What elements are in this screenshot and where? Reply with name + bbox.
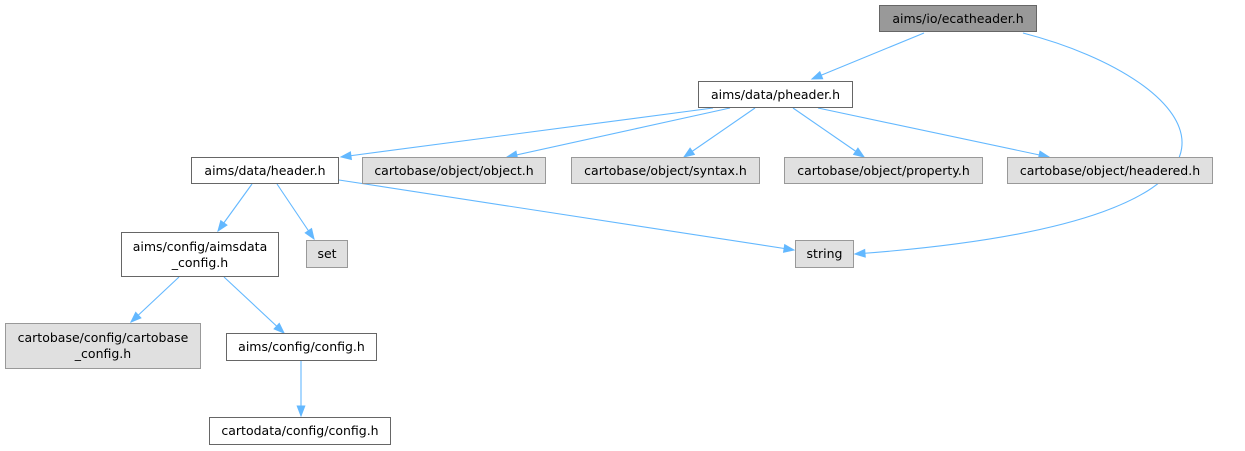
edge-pheader-to-property: [792, 107, 865, 158]
node-aims-config[interactable]: aims/config/config.h: [226, 333, 377, 361]
node-aimsdata-config[interactable]: aims/config/aimsdata _config.h: [121, 232, 279, 277]
node-pheader[interactable]: aims/data/pheader.h: [698, 81, 853, 108]
node-cartobase-config[interactable]: cartobase/config/cartobase _config.h: [5, 323, 201, 369]
arrowhead-ecatheader-to-string: [853, 248, 866, 258]
arrowhead-aims_config-to-cartodata_config: [296, 405, 306, 418]
arrowhead-pheader-to-header: [339, 151, 353, 161]
node-string[interactable]: string: [795, 240, 854, 268]
node-property-h[interactable]: cartobase/object/property.h: [784, 157, 983, 184]
edge-pheader-to-headered: [817, 107, 1050, 158]
node-ecatheader[interactable]: aims/io/ecatheader.h: [879, 5, 1037, 32]
edge-aimsdata_config-to-aims_config: [223, 276, 285, 334]
edge-aimsdata_config-to-cartobase_config: [130, 276, 180, 323]
node-object-h[interactable]: cartobase/object/object.h: [362, 157, 546, 184]
node-cartodata-config[interactable]: cartodata/config/config.h: [209, 417, 391, 445]
edge-pheader-to-header: [340, 107, 714, 158]
arrowhead-pheader-to-property: [852, 147, 866, 158]
arrowhead-ecatheader-to-pheader: [810, 70, 824, 80]
arrowhead-aimsdata_config-to-cartobase_config: [129, 311, 142, 323]
arrowhead-aimsdata_config-to-aims_config: [273, 322, 286, 334]
edge-ecatheader-to-pheader: [811, 32, 925, 80]
edge-pheader-to-object: [506, 107, 731, 158]
arrowhead-header-to-aimsdata_config: [217, 219, 228, 233]
node-header[interactable]: aims/data/header.h: [191, 157, 339, 184]
edge-pheader-to-syntax: [683, 107, 756, 158]
node-syntax-h[interactable]: cartobase/object/syntax.h: [571, 157, 760, 184]
node-set[interactable]: set: [306, 240, 348, 268]
arrowhead-pheader-to-syntax: [682, 147, 696, 158]
arrowhead-header-to-set: [304, 227, 315, 241]
arrowhead-header-to-string: [782, 243, 796, 253]
edge-header-to-set: [276, 183, 315, 240]
edge-header-to-string: [338, 179, 795, 251]
node-headered-h[interactable]: cartobase/object/headered.h: [1007, 157, 1213, 184]
edge-ecatheader-to-string: [854, 32, 1183, 255]
